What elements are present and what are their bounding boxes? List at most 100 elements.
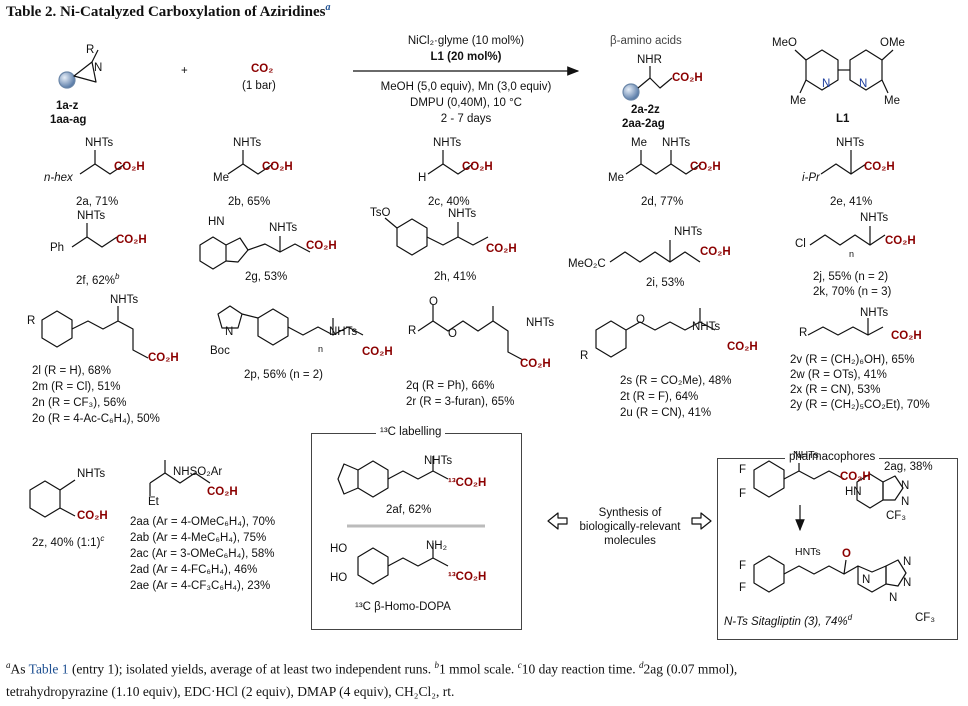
caption-2b: 2b, 65% <box>228 196 271 208</box>
aryl-ring-2l <box>41 310 73 348</box>
aziridine-n: N <box>94 62 103 74</box>
beta-amino-acids-caption: β-amino acids <box>610 35 682 47</box>
nhts-2d: NHTs <box>662 137 691 149</box>
caption-2q: 2q (R = Ph), 66% <box>406 380 495 392</box>
co2h-2h: CO₂H <box>486 243 517 255</box>
r-2q: R <box>408 325 417 337</box>
condition-ligand: L1 (20 mol%) <box>430 51 502 63</box>
co2h-2aa: CO₂H <box>207 486 238 498</box>
caption-2u: 2u (R = CN), 41% <box>620 407 712 419</box>
ho-top: HO <box>330 543 348 555</box>
caption-2x: 2x (R = CN), 53% <box>790 384 881 396</box>
ligand-ome-right: OMe <box>880 37 905 49</box>
cl-2jk: Cl <box>795 238 806 250</box>
co2h-2q: CO₂H <box>520 358 551 370</box>
caption-2e: 2e, 41% <box>830 196 873 208</box>
ligand-ome-left: MeO <box>772 37 797 49</box>
n-triazole-d: N <box>903 577 912 589</box>
catechol-ring <box>357 547 389 585</box>
footnote-mark-b: b <box>115 272 120 281</box>
nhts-2e: NHTs <box>836 137 865 149</box>
caption-2y: 2y (R = (CH₂)₅CO₂Et), 70% <box>790 399 930 411</box>
aryl-ring-2s <box>595 320 627 358</box>
caption-2c: 2c, 40% <box>428 196 470 208</box>
hn-2g: HN <box>208 216 225 228</box>
caption-dopa: ¹³C β-Homo-DOPA <box>355 601 451 613</box>
me2-2d: Me <box>631 137 647 149</box>
n-index-2p: n <box>318 344 324 354</box>
condition-solvent: DMPU (0,40M), 10 °C <box>410 97 522 109</box>
substituent-2a: n-hex <box>44 172 73 184</box>
caption-2ab: 2ab (Ar = 4-MeC₆H₄), 75% <box>130 532 267 544</box>
fn-mark-d: d <box>639 660 644 670</box>
co2-pressure: (1 bar) <box>242 80 276 92</box>
nhts-2lo: NHTs <box>110 294 139 306</box>
left-hollow-arrow-icon <box>547 512 568 530</box>
caption-2m: 2m (R = Cl), 51% <box>32 381 121 393</box>
co2h-2s: CO₂H <box>727 341 758 353</box>
product-label-1: 2a-2z <box>631 104 660 116</box>
caption-2ac: 2ac (Ar = 3-OMeC₆H₄), 58% <box>130 548 275 560</box>
o-carbonyl-2q: O <box>429 296 438 308</box>
hn-piperazine: HN <box>845 486 862 498</box>
aryl-ring-2h <box>396 218 428 256</box>
n-triazole-c: N <box>903 556 912 568</box>
nhts-2q: NHTs <box>526 317 555 329</box>
co2h-2af: ¹³CO₂H <box>448 477 487 489</box>
nhts-2af: NHTs <box>424 455 453 467</box>
caption-2z: 2z, 40% (1:1) <box>32 536 101 549</box>
co2h-2a: CO₂H <box>114 161 145 173</box>
fn-mark-a: a <box>6 660 11 670</box>
substituent-2d: Me <box>608 172 624 184</box>
caption-2j: 2j, 55% (n = 2) <box>813 271 889 283</box>
plus-sign: + <box>181 65 188 77</box>
pharmacophores-box-caption: pharmacophores <box>785 451 880 463</box>
substituent-2f: Ph <box>50 242 65 254</box>
table-1-link[interactable]: Table 1 <box>28 661 69 677</box>
triazole-ring-3 <box>885 559 907 587</box>
fn-mark-c: c <box>517 660 522 670</box>
product-sphere-icon <box>622 83 640 101</box>
substituent-2e: i-Pr <box>802 172 820 184</box>
hnts-sita: HNTs <box>795 546 821 558</box>
ho-bottom: HO <box>330 572 348 584</box>
caption-2s: 2s (R = CO₂Me), 48% <box>620 375 732 387</box>
et-2aa: Et <box>148 496 159 508</box>
n-amide-sita: N <box>862 574 871 586</box>
condition-reductant: MeOH (5,0 equiv), Mn (3,0 equiv) <box>380 81 552 93</box>
co2h-2e: CO₂H <box>864 161 895 173</box>
footnote-mark-c: c <box>100 534 105 543</box>
fn-a-text-2: (entry 1); isolated yields, average of a… <box>68 661 435 677</box>
condition-time: 2 - 7 days <box>440 113 492 125</box>
difluoroaryl-ring-3 <box>753 555 785 593</box>
caption-2k: 2k, 70% (n = 3) <box>813 286 892 298</box>
co2h-2b: CO₂H <box>262 161 293 173</box>
n-2jk: n <box>849 249 855 259</box>
co2h-2lo: CO₂H <box>148 352 179 364</box>
nhts-2c: NHTs <box>433 137 462 149</box>
footnote-mark-d: d <box>847 613 853 622</box>
caption-2n: 2n (R = CF₃), 56% <box>32 397 127 409</box>
table-title: Table 2. Ni-Catalyzed Carboxylation of A… <box>6 2 331 20</box>
co2h-2v: CO₂H <box>891 330 922 342</box>
co2h-2d: CO₂H <box>690 161 721 173</box>
co2h-2f: CO₂H <box>116 234 147 246</box>
nh2-dopa: NH₂ <box>426 540 448 552</box>
fn-b-text: 1 mmol scale. <box>438 661 518 677</box>
product-nhr: NHR <box>637 54 662 66</box>
synthesis-line-3: molecules <box>604 535 656 547</box>
n-2p: N <box>225 326 234 338</box>
ligand-me-left: Me <box>790 95 806 107</box>
condition-catalyst: NiCl₂·glyme (10 mol%) <box>407 35 525 47</box>
product-label-2: 2aa-2ag <box>622 118 665 130</box>
cyclohexane-ring <box>29 480 61 518</box>
co2h-2c: CO₂H <box>462 161 493 173</box>
labelling-box-caption: ¹³C labelling <box>376 426 446 438</box>
caption-2f: 2f, 62% <box>76 274 115 287</box>
indole-benzo-ring <box>199 236 227 270</box>
pyrrole-ring <box>217 305 243 329</box>
r-2v: R <box>799 327 808 339</box>
ligand-label: L1 <box>836 113 850 125</box>
caption-2v: 2v (R = (CH₂)₆OH), 65% <box>790 354 915 366</box>
